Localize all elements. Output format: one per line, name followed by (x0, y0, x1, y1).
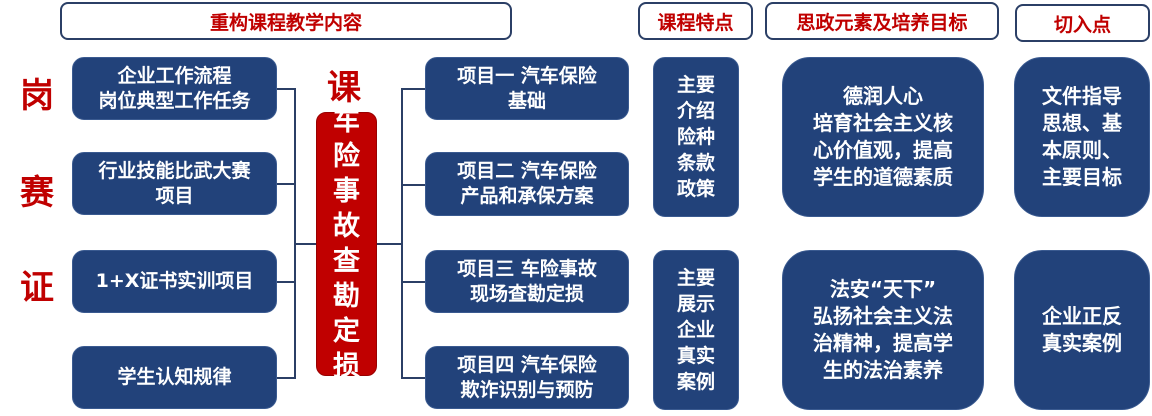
course-title-char: 车 (333, 106, 360, 137)
ideology-box: 德润人心 培育社会主义核 心价值观，提高 学生的道德素质 (782, 57, 984, 217)
connector-line (401, 88, 425, 90)
course-title-char: 险 (333, 141, 360, 172)
connector-line (401, 377, 425, 379)
course-title-char: 勘 (333, 281, 360, 312)
connector-line (277, 88, 295, 90)
course-title-char: 查 (333, 246, 360, 277)
side-label-post: 岗 (20, 76, 54, 116)
side-label-competition: 赛 (20, 173, 54, 213)
course-title-char: 定 (333, 316, 360, 347)
course-title: 车 险 事 故 查 勘 定 损 (316, 106, 377, 382)
ideology-box: 法安“天下” 弘扬社会主义法 治精神，提高学 生的法治素养 (782, 250, 984, 410)
connector-line (294, 88, 296, 379)
project-box: 项目一 汽车保险 基础 (425, 57, 629, 120)
source-box: 行业技能比武大赛 项目 (72, 152, 277, 215)
project-box: 项目三 车险事故 现场查勘定损 (425, 250, 629, 313)
connector-line (377, 243, 402, 245)
header-ideology: 思政元素及培养目标 (765, 2, 999, 40)
header-entry: 切入点 (1015, 4, 1150, 42)
feature-box: 主要 展示 企业 真实 案例 (653, 250, 739, 410)
project-box: 项目四 汽车保险 欺诈识别与预防 (425, 346, 629, 409)
connector-line (401, 184, 425, 186)
project-box: 项目二 汽车保险 产品和承保方案 (425, 152, 629, 216)
source-box: 企业工作流程 岗位典型工作任务 (72, 57, 277, 120)
side-label-certificate: 证 (20, 268, 54, 308)
header-features: 课程特点 (638, 2, 753, 40)
header-restructure: 重构课程教学内容 (60, 2, 512, 40)
source-box: 1+X证书实训项目 (72, 250, 277, 313)
course-title-char: 事 (333, 176, 360, 207)
feature-box: 主要 介绍 险种 条款 政策 (653, 57, 739, 217)
course-title-char: 故 (333, 211, 360, 242)
connector-line (401, 88, 403, 379)
course-title-char: 损 (333, 351, 360, 382)
connector-line (295, 243, 317, 245)
course-label: 课 (327, 68, 361, 108)
connector-line (401, 281, 425, 283)
connector-line (277, 281, 295, 283)
source-box: 学生认知规律 (72, 346, 277, 409)
connector-line (277, 377, 295, 379)
entry-box: 文件指导 思想、基 本原则、 主要目标 (1014, 57, 1150, 217)
entry-box: 企业正反 真实案例 (1014, 250, 1150, 410)
connector-line (277, 183, 295, 185)
